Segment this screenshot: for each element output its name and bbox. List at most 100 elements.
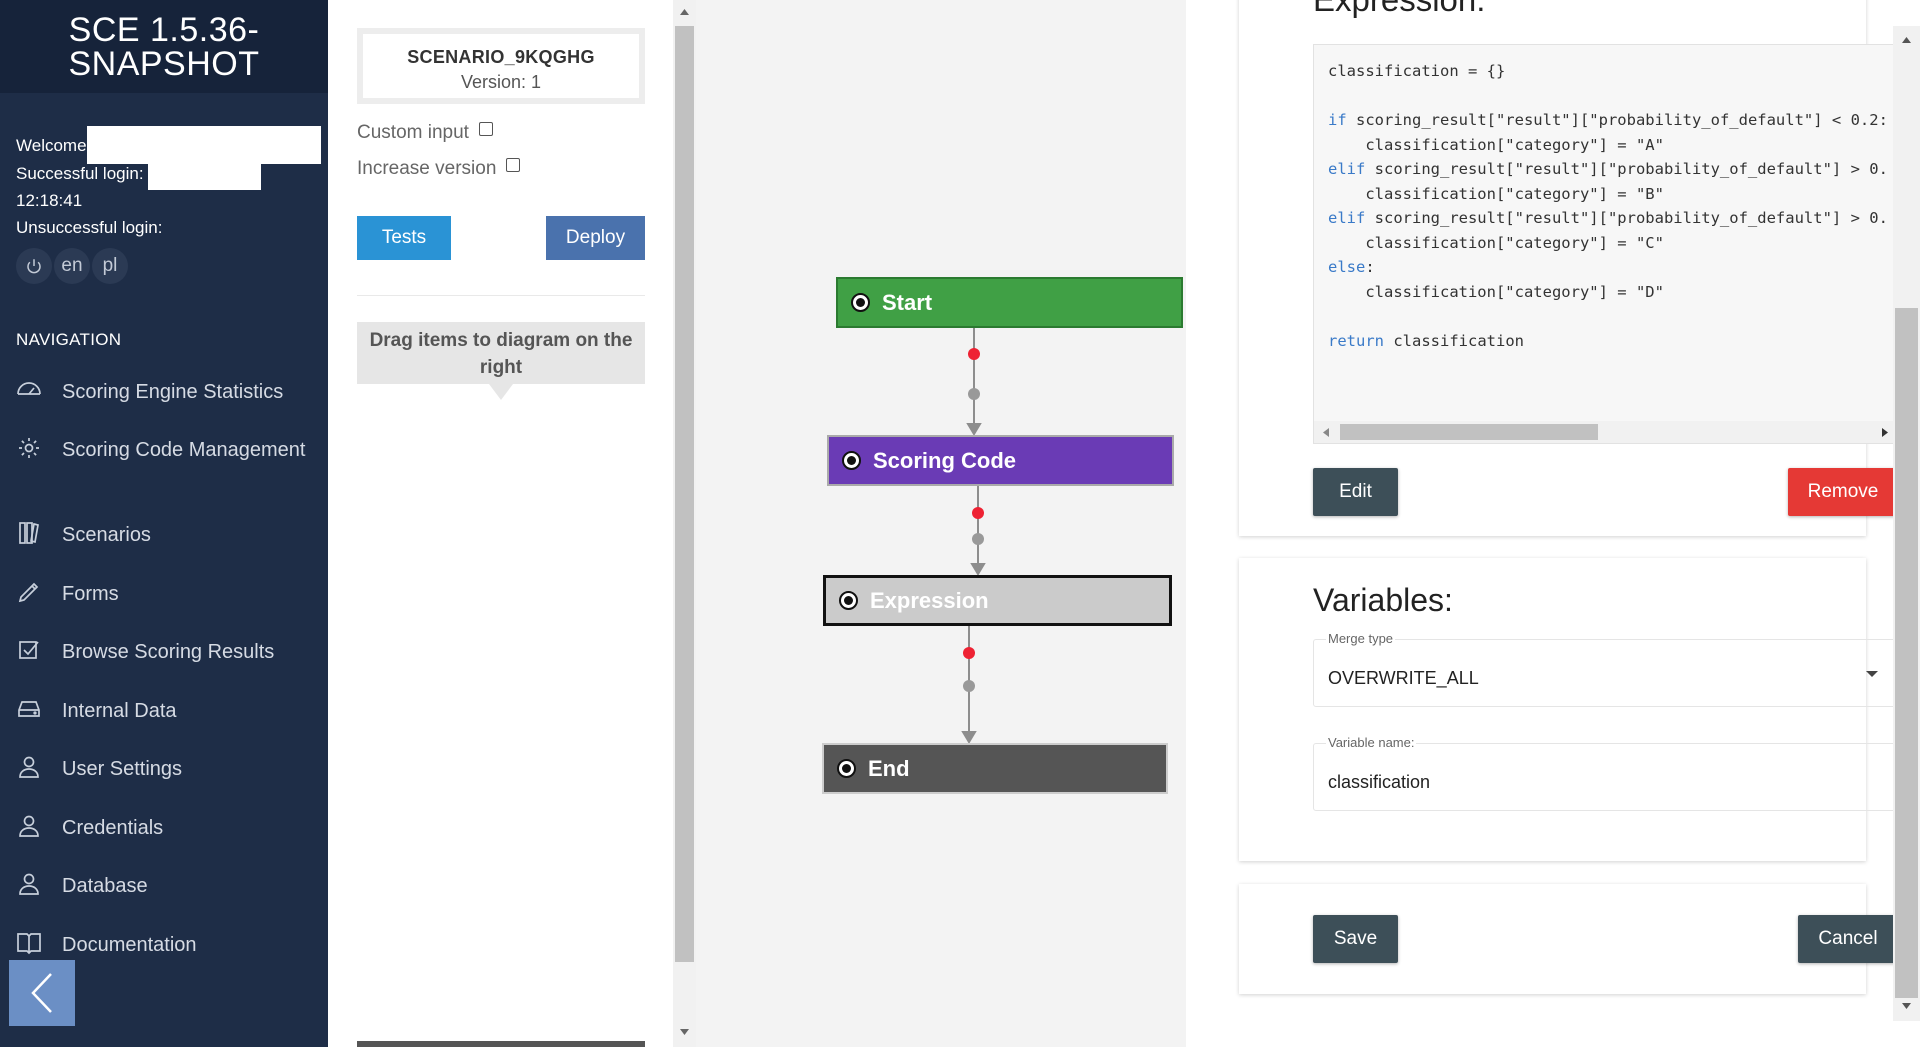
increase-version-row: Increase version bbox=[357, 158, 521, 180]
node-label: Expression bbox=[870, 587, 989, 613]
diagram-node-start[interactable]: Start bbox=[836, 277, 1183, 328]
scroll-left-arrow-icon bbox=[1323, 428, 1329, 437]
nav-item-database[interactable]: Database bbox=[16, 872, 316, 900]
lang-pl-button[interactable]: pl bbox=[92, 248, 128, 284]
expression-code[interactable]: classification = {} if scoring_result["r… bbox=[1328, 59, 1888, 353]
scroll-up-arrow-icon bbox=[680, 9, 689, 15]
scroll-down-arrow-icon bbox=[680, 1029, 689, 1035]
nav-item-scenarios[interactable]: Scenarios bbox=[16, 521, 316, 549]
nav-item-documentation[interactable]: Documentation bbox=[16, 931, 316, 959]
deploy-button[interactable]: Deploy bbox=[546, 216, 645, 260]
node-port-icon[interactable] bbox=[851, 293, 870, 312]
connection-delete-marker[interactable] bbox=[968, 348, 980, 360]
pencil-icon bbox=[16, 580, 44, 604]
nav-item-credentials[interactable]: Credentials bbox=[16, 814, 316, 842]
gear-icon bbox=[16, 436, 44, 460]
edit-button[interactable]: Edit bbox=[1313, 468, 1398, 516]
save-button[interactable]: Save bbox=[1313, 915, 1398, 963]
increase-version-checkbox[interactable] bbox=[506, 158, 521, 172]
panel-scrollbar[interactable] bbox=[1893, 26, 1920, 1021]
redacted-username bbox=[87, 126, 321, 164]
code-scrollbar-thumb[interactable] bbox=[1340, 424, 1598, 440]
app-title: SCE 1.5.36-SNAPSHOT bbox=[0, 0, 328, 93]
connection-delete-marker[interactable] bbox=[972, 507, 984, 519]
lang-en-button[interactable]: en bbox=[54, 248, 90, 284]
scenarios-icon bbox=[16, 521, 44, 545]
user-icon bbox=[16, 814, 44, 838]
palette-scrollbar[interactable] bbox=[673, 0, 696, 1047]
user-actions: en pl bbox=[16, 248, 128, 284]
diagram-node-scoring-code[interactable]: Scoring Code bbox=[827, 435, 1174, 486]
code-horizontal-scrollbar[interactable] bbox=[1314, 421, 1897, 443]
power-icon bbox=[27, 259, 41, 274]
code-line: elif scoring_result["result"]["probabili… bbox=[1328, 209, 1888, 227]
nav-item-browse-scoring-results[interactable]: Browse Scoring Results bbox=[16, 638, 316, 666]
custom-input-checkbox[interactable] bbox=[478, 122, 493, 136]
palette-scrollbar-thumb[interactable] bbox=[675, 26, 694, 962]
nav-item-scoring-engine-statistics[interactable]: Scoring Engine Statistics bbox=[16, 378, 316, 406]
logout-button[interactable] bbox=[16, 248, 52, 284]
code-line: else: bbox=[1328, 258, 1375, 276]
nav-item-label: Database bbox=[62, 875, 148, 897]
palette-item-scenario-code[interactable]: SCENARIO CODE bbox=[365, 549, 532, 571]
palette-item-decision[interactable]: DECISION bbox=[365, 662, 461, 684]
palette-item-scoring-code[interactable]: SCORING CODE bbox=[365, 493, 520, 515]
checkbox-icon bbox=[16, 638, 44, 662]
expression-title: Expression: bbox=[1313, 0, 1485, 20]
nav-item-label: Forms bbox=[62, 583, 119, 605]
cancel-button[interactable]: Cancel bbox=[1798, 915, 1898, 963]
collapse-sidebar-button[interactable] bbox=[9, 960, 75, 1026]
palette-item-internal-data[interactable]: INTERNAL DATA bbox=[365, 717, 523, 739]
code-line: classification["category"] = "A" bbox=[1328, 135, 1664, 154]
scroll-right-arrow-icon bbox=[1882, 428, 1888, 437]
connection-midpoint[interactable] bbox=[963, 680, 975, 692]
connection-midpoint[interactable] bbox=[968, 388, 980, 400]
palette-item-cross-checking[interactable]: CROSS CHECKING bbox=[365, 941, 547, 963]
connection-midpoint[interactable] bbox=[972, 533, 984, 545]
palette-item-database[interactable]: DATABASE bbox=[365, 885, 472, 907]
variable-name-field[interactable]: Variable name: classification bbox=[1313, 735, 1898, 811]
node-port-icon[interactable] bbox=[837, 759, 856, 778]
expression-code-editor[interactable]: classification = {} if scoring_result["r… bbox=[1313, 44, 1898, 444]
variables-card: Variables: Merge type OVERWRITE_ALL Vari… bbox=[1239, 558, 1898, 861]
nav-item-user-settings[interactable]: User Settings bbox=[16, 755, 316, 783]
drag-hint: Drag items to diagram on the right bbox=[357, 322, 645, 400]
merge-type-label: Merge type bbox=[1326, 631, 1396, 646]
scroll-down-arrow-icon bbox=[1902, 1003, 1911, 1009]
diagram-node-expression[interactable]: Expression bbox=[823, 575, 1172, 626]
nav-item-label: Scenarios bbox=[62, 524, 151, 546]
palette-item-customer-data[interactable]: CUSTOMER DATA bbox=[365, 829, 536, 851]
nav-item-label: Documentation bbox=[62, 934, 197, 956]
expression-card: Expression: classification = {} if scori… bbox=[1239, 0, 1898, 536]
palette-item-external-data[interactable]: EXTERNAL DATA bbox=[365, 773, 529, 795]
diagram-canvas[interactable]: Start Scoring Code Expression End bbox=[696, 0, 1186, 1047]
palette-item-expression[interactable]: EXPRESSION bbox=[365, 605, 494, 627]
palette-item-start[interactable]: START bbox=[365, 437, 430, 459]
node-label: Start bbox=[882, 289, 933, 315]
merge-type-select[interactable]: Merge type OVERWRITE_ALL bbox=[1313, 631, 1898, 707]
drive-icon bbox=[16, 697, 44, 721]
panel-scrollbar-thumb[interactable] bbox=[1895, 308, 1918, 998]
nav-item-forms[interactable]: Forms bbox=[16, 580, 316, 608]
remove-button[interactable]: Remove bbox=[1788, 468, 1898, 516]
diagram-connectors bbox=[961, 327, 986, 744]
custom-input-row: Custom input bbox=[357, 122, 493, 144]
node-label: Scoring Code bbox=[873, 447, 1017, 473]
connection-delete-marker[interactable] bbox=[963, 647, 975, 659]
welcome-label: Welcome bbox=[16, 136, 87, 155]
scenario-version: Version: 1 bbox=[460, 72, 542, 92]
palette-item-next[interactable] bbox=[357, 1041, 645, 1047]
code-line: elif scoring_result["result"]["probabili… bbox=[1328, 160, 1888, 178]
diagram-node-end[interactable]: End bbox=[822, 743, 1168, 794]
node-port-icon[interactable] bbox=[839, 591, 858, 610]
tests-button[interactable]: Tests bbox=[357, 216, 451, 260]
nav-item-label: User Settings bbox=[62, 758, 183, 780]
palette-item-cache[interactable]: CACHE bbox=[365, 997, 436, 1019]
node-port-icon[interactable] bbox=[842, 451, 861, 470]
code-line: return classification bbox=[1328, 331, 1524, 350]
navigation-heading: NAVIGATION bbox=[16, 330, 122, 349]
scenario-name: SCENARIO_9KQGHG bbox=[407, 47, 595, 67]
nav-item-scoring-code-management[interactable]: Scoring Code Management bbox=[16, 436, 316, 464]
nav-item-internal-data[interactable]: Internal Data bbox=[16, 697, 316, 725]
